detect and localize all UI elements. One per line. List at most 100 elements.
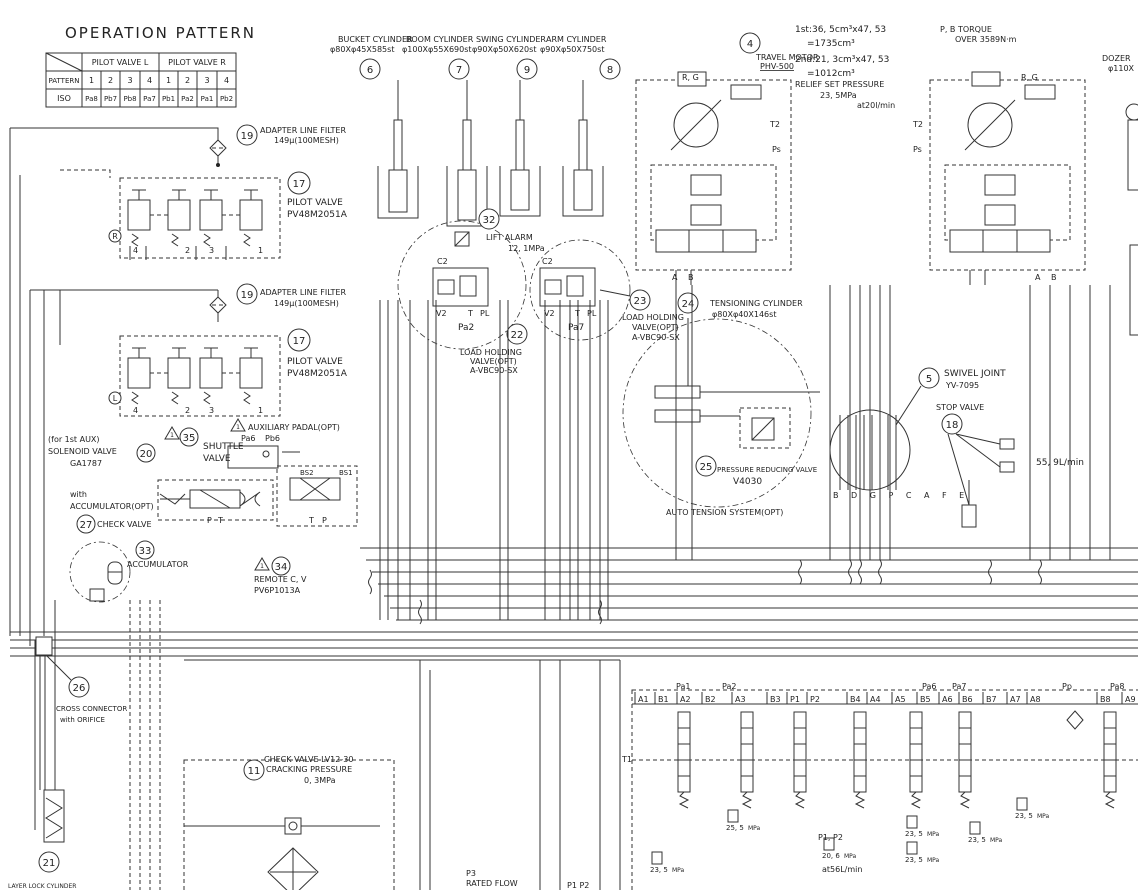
tm2-rg: R, G (1021, 73, 1038, 82)
relief-value-4: 23, 5 (905, 830, 923, 838)
travel-motor-num: 4 (747, 39, 753, 50)
cross-connector-label2: with ORIFICE (60, 716, 105, 724)
lh2-label2: VALVE(OPT) (632, 323, 679, 332)
pattern-num-3: 3 (127, 76, 132, 85)
pilot-spool (167, 357, 191, 389)
auto-tension-system: 24 TENSIONING CYLINDER φ80Xφ40X146st 25 … (622, 292, 820, 517)
cylinder-rod (578, 119, 588, 171)
dozer-cyl-label: DOZER (1102, 54, 1131, 63)
solenoid-model: GA1787 (70, 459, 102, 468)
cross-connector-num: 26 (73, 683, 86, 694)
lh1-label: LOAD HOLDING (460, 348, 522, 357)
adapter-filter-lower: 19 ADAPTER LINE FILTER 149μ(100MESH) (60, 283, 346, 322)
pilot-valve-l-model: PV48M2051A (287, 369, 348, 379)
pilot-valve-r-model: PV48M2051A (287, 210, 348, 220)
relief-value-5: 23, 5 (905, 856, 923, 864)
tm2-b: B (1051, 273, 1057, 282)
swivel-ports: B D G P C A F E (833, 491, 969, 500)
iso-value-8: Pb2 (220, 95, 233, 103)
tm1-ps: Ps (772, 145, 781, 154)
cv-spool (793, 711, 807, 793)
arm-cyl-label: ARM CYLINDER (546, 35, 607, 44)
pilot-spool (199, 199, 223, 231)
swivel-model: YV-7095 (945, 381, 979, 390)
tm-relief-flow: at20l/min (857, 101, 895, 110)
cv-port-A2: A2 (680, 695, 691, 704)
tm-eq2: =1012cm³ (807, 69, 855, 79)
accumulator-num: 33 (139, 546, 152, 557)
lh2-pa: Pa7 (568, 323, 584, 333)
iso-value-2: Pb7 (104, 95, 117, 103)
svg-text:1: 1 (260, 563, 264, 570)
cv-port-A1: A1 (638, 695, 649, 704)
relief-valve (906, 841, 918, 855)
cv-port-B7: B7 (986, 695, 997, 704)
tm-torque: P, B TORQUE (940, 25, 992, 34)
stop-valve-num: 18 (946, 420, 959, 431)
boom-cyl-num: 7 (456, 65, 462, 76)
pv2-port-1: 1 (258, 406, 263, 415)
pattern-num-4: 4 (147, 76, 152, 85)
relief-unit-5: MPa (927, 857, 940, 864)
lh2-pl: PL (587, 309, 597, 318)
relief-valve (727, 809, 739, 823)
layer-lock-num: 21 (43, 858, 56, 869)
tm1-t2: T2 (769, 120, 780, 129)
tm-relief-val: 23, 5MPa (820, 91, 857, 100)
pilot-spool (127, 199, 151, 231)
cylinders-group: 6 7 9 8 (359, 58, 1138, 336)
pv1-port-3: 3 (209, 246, 214, 255)
cylinder-num-circle (359, 58, 381, 80)
filter-upper-spec: 149μ(100MESH) (274, 136, 339, 145)
iso-row-label: ISO (57, 94, 71, 103)
boom-cyl-spec: φ100Xφ55X690st (402, 45, 472, 54)
iso-value-6: Pa2 (181, 95, 194, 103)
svg-text:1: 1 (236, 424, 240, 431)
pilot-valve-l-num: 17 (293, 336, 306, 347)
lh1-c2: C2 (437, 257, 448, 266)
relief-valve (969, 821, 981, 835)
tensioning-label: TENSIONING CYLINDER (709, 299, 803, 308)
swivel-label: SWIVEL JOINT (944, 369, 1006, 379)
solenoid-note: (for 1st AUX) (48, 435, 100, 444)
lh2-v2: V2 (544, 309, 555, 318)
lh2-label: LOAD HOLDING (622, 313, 684, 322)
aux-pedal-label: AUXILIARY PADAL(OPT) (248, 423, 340, 432)
pilot-valve-left: L 4 2 3 1 17 PILOT VALVE PV48M2051A (108, 328, 348, 417)
iso-value-3: Pb8 (123, 95, 136, 103)
relief-unit-3: MPa (844, 853, 857, 860)
swivel-num: 5 (926, 374, 932, 385)
travel-motor-label: TRAVEL MOTOR (755, 53, 819, 62)
tm2-a: A (1035, 273, 1041, 282)
cv-rated: RATED FLOW (466, 879, 518, 888)
tm2-ps: Ps (913, 145, 922, 154)
cv-p3: P3 (466, 869, 476, 878)
pilot-spool (167, 199, 191, 231)
arm-cyl-num: 8 (607, 65, 613, 76)
lift-alarm-label: LIFT ALARM (486, 233, 533, 242)
shuttle-label: SHUTTLE (203, 442, 244, 452)
pattern-num-8: 4 (224, 76, 229, 85)
cv-spool (958, 711, 972, 793)
aux-pb6: Pb6 (265, 434, 280, 443)
cylinder-labels: BUCKET CYLINDER φ80Xφ45X585st BOOM CYLIN… (330, 35, 1135, 73)
relief-unit-2: MPa (748, 825, 761, 832)
check-valve-11-label2: CRACKING PRESSURE (266, 765, 352, 774)
lh2-t: T (574, 309, 580, 318)
aux-bs2: BS2 (300, 469, 314, 477)
swing-cyl-num: 9 (524, 65, 530, 76)
aux-bs1: BS1 (339, 469, 353, 477)
cv-port-P1: P1 (790, 695, 800, 704)
cv-port-B3: B3 (770, 695, 781, 704)
travel-motor-group: 4 TRAVEL MOTOR PHV-500 1st:36, 5cm³x47, … (635, 25, 1086, 285)
tm1-rg: R, G (682, 73, 699, 82)
cv-pilot-Pa6: Pa6 (922, 682, 936, 691)
relief-unit-6: MPa (990, 837, 1003, 844)
pattern-num-5: 1 (166, 76, 171, 85)
filter-lower-label: ADAPTER LINE FILTER (260, 288, 346, 297)
check-valve-11-group: 11 CHECK VALVE LV12-30 CRACKING PRESSURE… (183, 755, 589, 894)
relief-valve (823, 837, 835, 851)
layer-lock-label: LAYER LOCK CYLINDER (8, 883, 76, 890)
relief-unit-4: MPa (927, 831, 940, 838)
cv-spool (740, 711, 754, 793)
